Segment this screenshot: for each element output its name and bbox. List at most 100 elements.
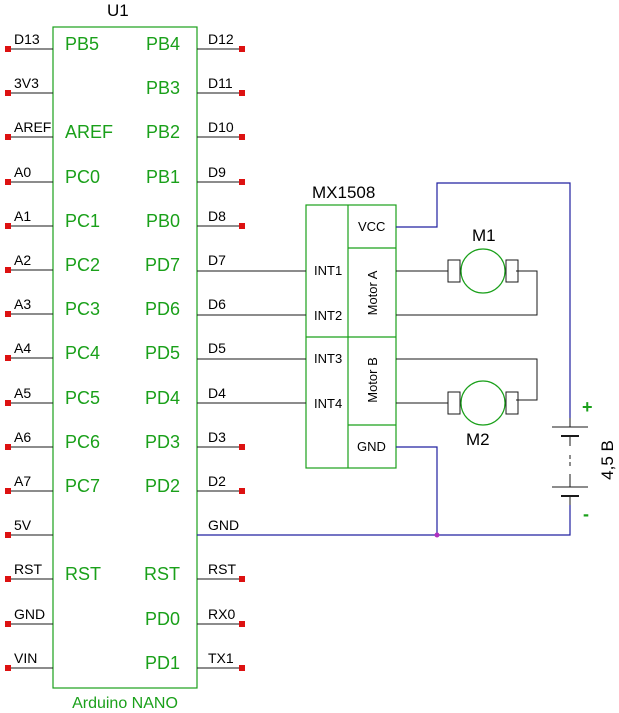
nano-port-label: PB4 [146, 34, 180, 54]
nano-pin-label: D9 [208, 164, 226, 180]
power-wires [197, 182, 571, 538]
pin-end-marker [239, 621, 245, 627]
nano-left-pin-gnd: GND [5, 606, 53, 627]
gnd-junction [434, 532, 440, 538]
nano-port-label: PD5 [145, 343, 180, 363]
nano-pin-label: D11 [208, 75, 233, 91]
nano-ref-label: U1 [107, 1, 129, 20]
pin-end-marker [239, 444, 245, 450]
pin-end-marker [5, 400, 11, 406]
nano-port-label: PB1 [146, 167, 180, 187]
nano-left-pin-vin: VIN [5, 650, 53, 671]
nano-right-pin-d11: D11 PB3 [146, 75, 245, 98]
nano-pin-label: A6 [14, 429, 31, 445]
battery-value-label: 4,5 В [598, 440, 617, 480]
pin-end-marker [5, 665, 11, 671]
nano-pin-label: 3V3 [14, 75, 39, 91]
nano-right-pin-d12: D12 PB4 [146, 31, 245, 54]
nano-port-label: PD7 [145, 255, 180, 275]
nano-pin-label: A1 [14, 208, 31, 224]
nano-pin-label: RX0 [208, 606, 235, 622]
motor-m2-label: M2 [466, 430, 490, 449]
wire-gnd-battery-minus [197, 505, 571, 536]
nano-left-pin-d13: D13 PB5 [5, 31, 99, 54]
nano-port-label: PB2 [146, 122, 180, 142]
driver-pin-int3: INT3 [314, 351, 342, 366]
nano-right-pin-d8: D8 PB0 [146, 208, 245, 231]
nano-pin-label: D12 [208, 31, 234, 47]
nano-port-label: PD1 [145, 653, 180, 673]
nano-right-pin-d10: D10 PB2 [146, 119, 245, 142]
driver-channel-a-label: Motor A [365, 270, 380, 315]
motor-m2-body [460, 380, 506, 426]
nano-pin-label: A0 [14, 164, 31, 180]
nano-right-pin-d9: D9 PB1 [146, 164, 245, 187]
nano-name-label: Arduino NANO [72, 695, 178, 712]
nano-pin-label: RST [208, 561, 236, 577]
nano-port-label: PC7 [65, 476, 100, 496]
nano-pin-label: A2 [14, 252, 31, 268]
driver-pin-gnd: GND [357, 439, 386, 454]
nano-port-label: PD4 [145, 388, 180, 408]
nano-port-label: PC2 [65, 255, 100, 275]
nano-left-pin-3v3: 3V3 [5, 75, 53, 96]
pin-end-marker [239, 576, 245, 582]
pin-end-marker [239, 223, 245, 229]
pin-end-marker [5, 488, 11, 494]
pin-end-marker [239, 665, 245, 671]
pin-end-marker [239, 90, 245, 96]
nano-pin-label: GND [14, 606, 45, 622]
nano-port-label: PD3 [145, 432, 180, 452]
nano-port-label: PB3 [146, 78, 180, 98]
signal-wires [197, 270, 306, 404]
driver-name-label: MX1508 [312, 183, 375, 202]
nano-pin-label: A5 [14, 385, 31, 401]
nano-port-label: PC1 [65, 211, 100, 231]
nano-pin-label: RST [14, 561, 42, 577]
nano-port-label: AREF [65, 122, 113, 142]
motor-m1: M1 [396, 226, 538, 316]
battery-minus-label: - [583, 504, 589, 524]
nano-port-label: PB0 [146, 211, 180, 231]
nano-pin-label: D13 [14, 31, 40, 47]
nano-pin-label: D3 [208, 429, 226, 445]
pin-end-marker [5, 267, 11, 273]
nano-left-pin-a0: A0 PC0 [5, 164, 100, 187]
pin-end-marker [5, 223, 11, 229]
nano-pin-label: A3 [14, 296, 31, 312]
pin-end-marker [5, 46, 11, 52]
battery: + - 4,5 В [552, 397, 617, 524]
nano-right-pins: D12PB4D11PB3D10PB2D9PB1D8PB0D7PD7D6PD6D5… [144, 31, 245, 673]
pin-end-marker [239, 134, 245, 140]
nano-pin-label: D5 [208, 340, 226, 356]
pin-end-marker [5, 444, 11, 450]
nano-left-pin-a1: A1 PC1 [5, 208, 100, 231]
nano-port-label: PC0 [65, 167, 100, 187]
nano-left-pin-a3: A3 PC3 [5, 296, 100, 319]
driver-pin-int1: INT1 [314, 263, 342, 278]
nano-pin-label: D10 [208, 119, 234, 135]
wire-vcc-battery-plus [396, 182, 571, 418]
nano-pin-label: D6 [208, 296, 226, 312]
pin-end-marker [5, 90, 11, 96]
nano-pin-label: 5V [14, 517, 32, 533]
nano-port-label: PB5 [65, 34, 99, 54]
battery-plus-label: + [582, 397, 593, 417]
nano-port-label: PC4 [65, 343, 100, 363]
nano-pin-label: D8 [208, 208, 226, 224]
nano-left-pin-5v: 5V [5, 517, 53, 538]
nano-right-pin-d4: D4 PD4 [145, 385, 226, 408]
wire-driver-gnd [396, 446, 438, 535]
pin-end-marker [5, 134, 11, 140]
nano-pin-label: VIN [14, 650, 37, 666]
pin-end-marker [239, 46, 245, 52]
motor-m1-body [460, 248, 506, 294]
nano-port-label: PC3 [65, 299, 100, 319]
nano-pin-label: D4 [208, 385, 226, 401]
